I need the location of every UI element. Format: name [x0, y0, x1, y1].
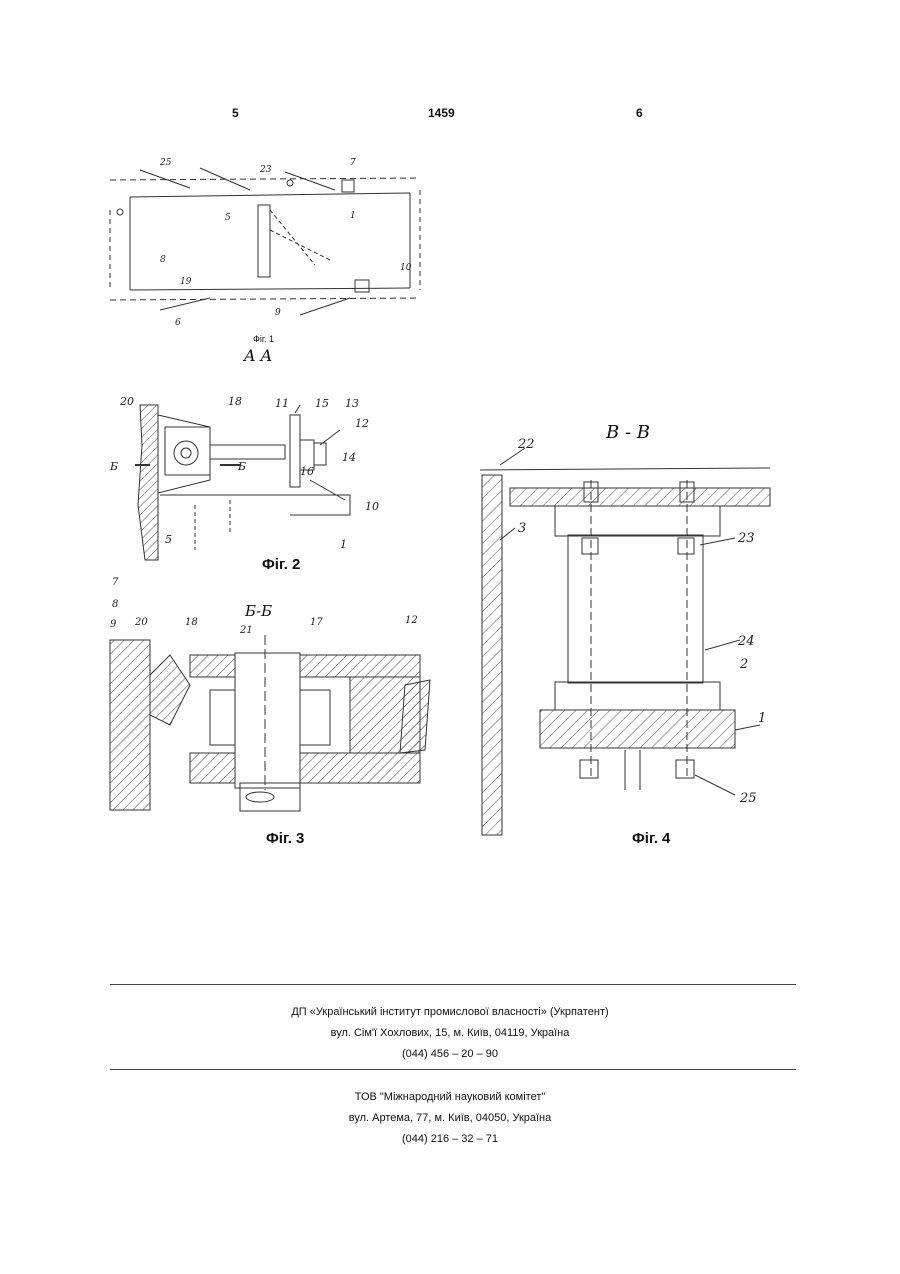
svg-text:Б: Б — [109, 460, 118, 473]
printer-name: ТОВ "Міжнародний науковий комітет" — [0, 1087, 900, 1108]
svg-text:5: 5 — [225, 213, 231, 223]
figure-1-caption: Фіг. 1 — [253, 334, 274, 344]
svg-text:23: 23 — [259, 165, 272, 175]
svg-text:Б: Б — [237, 460, 246, 473]
section-label-aa: A A — [244, 346, 272, 365]
printer-phone: (044) 216 – 32 – 71 — [0, 1129, 900, 1150]
svg-text:20: 20 — [134, 617, 148, 628]
svg-text:9: 9 — [110, 619, 117, 630]
svg-text:18: 18 — [228, 395, 242, 408]
svg-text:5: 5 — [165, 533, 172, 546]
svg-text:1: 1 — [340, 538, 347, 551]
svg-text:16: 16 — [300, 465, 314, 478]
svg-text:1: 1 — [350, 211, 356, 221]
svg-text:7: 7 — [350, 158, 356, 168]
svg-text:10: 10 — [400, 263, 412, 273]
figure-4-drawing: 22 3 23 24 2 1 25 — [470, 420, 780, 840]
svg-text:9: 9 — [275, 308, 281, 318]
svg-text:13: 13 — [345, 397, 359, 410]
svg-text:25: 25 — [739, 791, 757, 806]
svg-text:3: 3 — [518, 521, 526, 536]
page-number-right: 6 — [636, 106, 643, 120]
svg-text:12: 12 — [355, 417, 369, 430]
figure-4-caption: Фіг. 4 — [632, 830, 670, 847]
svg-text:23: 23 — [737, 531, 755, 546]
svg-text:6: 6 — [175, 318, 181, 328]
section-label-bb: Б-Б — [245, 602, 272, 620]
svg-text:18: 18 — [185, 617, 198, 628]
footer-divider-top — [110, 984, 796, 985]
figure-2-drawing: 20 18 11 15 13 12 14 16 10 1 5 Б Б — [100, 385, 400, 570]
figure-1-drawing: 25 23 7 5 8 19 1 10 6 9 — [100, 150, 440, 330]
printer-block: ТОВ "Міжнародний науковий комітет" вул. … — [0, 1087, 900, 1150]
svg-text:17: 17 — [310, 617, 323, 628]
patent-number: 1459 — [428, 106, 455, 120]
svg-text:10: 10 — [365, 500, 379, 513]
svg-text:7: 7 — [112, 577, 119, 588]
svg-text:12: 12 — [405, 615, 418, 626]
footer-divider-middle — [110, 1069, 796, 1070]
svg-text:22: 22 — [517, 437, 535, 452]
svg-text:20: 20 — [119, 395, 134, 408]
svg-text:21: 21 — [239, 625, 253, 636]
svg-text:14: 14 — [342, 451, 356, 464]
svg-text:8: 8 — [112, 599, 118, 610]
svg-text:15: 15 — [315, 397, 329, 410]
svg-text:11: 11 — [275, 397, 289, 410]
svg-text:24: 24 — [737, 634, 755, 649]
figure-3-caption: Фіг. 3 — [266, 830, 304, 847]
svg-text:2: 2 — [739, 657, 748, 672]
svg-text:8: 8 — [160, 255, 166, 265]
section-label-vv: B - B — [606, 422, 650, 443]
figure-2-caption: Фіг. 2 — [262, 556, 300, 573]
svg-text:1: 1 — [758, 711, 766, 726]
printer-address: вул. Артема, 77, м. Київ, 04050, Україна — [0, 1108, 900, 1129]
svg-text:19: 19 — [180, 277, 192, 287]
publisher-name: ДП «Український інститут промислової вла… — [0, 1002, 900, 1023]
svg-text:25: 25 — [159, 158, 172, 168]
publisher-phone: (044) 456 – 20 – 90 — [0, 1044, 900, 1065]
publisher-block: ДП «Український інститут промислової вла… — [0, 1002, 900, 1065]
page-number-left: 5 — [232, 106, 239, 120]
publisher-address: вул. Сім'ї Хохлових, 15, м. Київ, 04119,… — [0, 1023, 900, 1044]
